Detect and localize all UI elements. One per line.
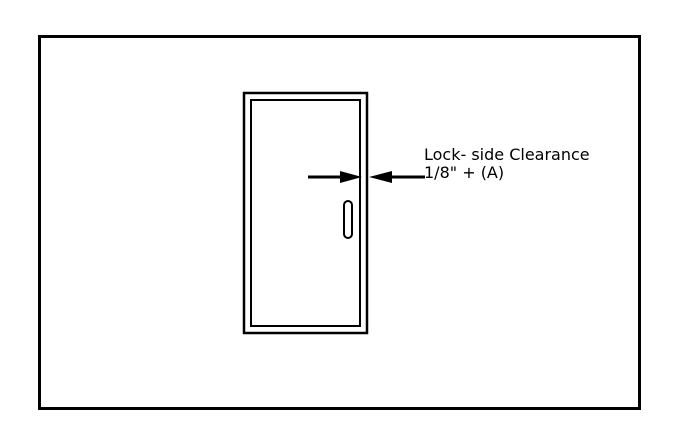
- clearance-arrow-right: [369, 171, 425, 183]
- clearance-label-line1: Lock- side Clearance: [424, 145, 590, 164]
- door-handle: [343, 200, 353, 239]
- clearance-arrow-left: [308, 171, 362, 183]
- drawing-frame: [38, 35, 641, 410]
- clearance-label-line2: 1/8" + (A): [424, 163, 505, 182]
- door-outer-frame: [242, 91, 369, 335]
- door-inner-panel: [250, 99, 361, 327]
